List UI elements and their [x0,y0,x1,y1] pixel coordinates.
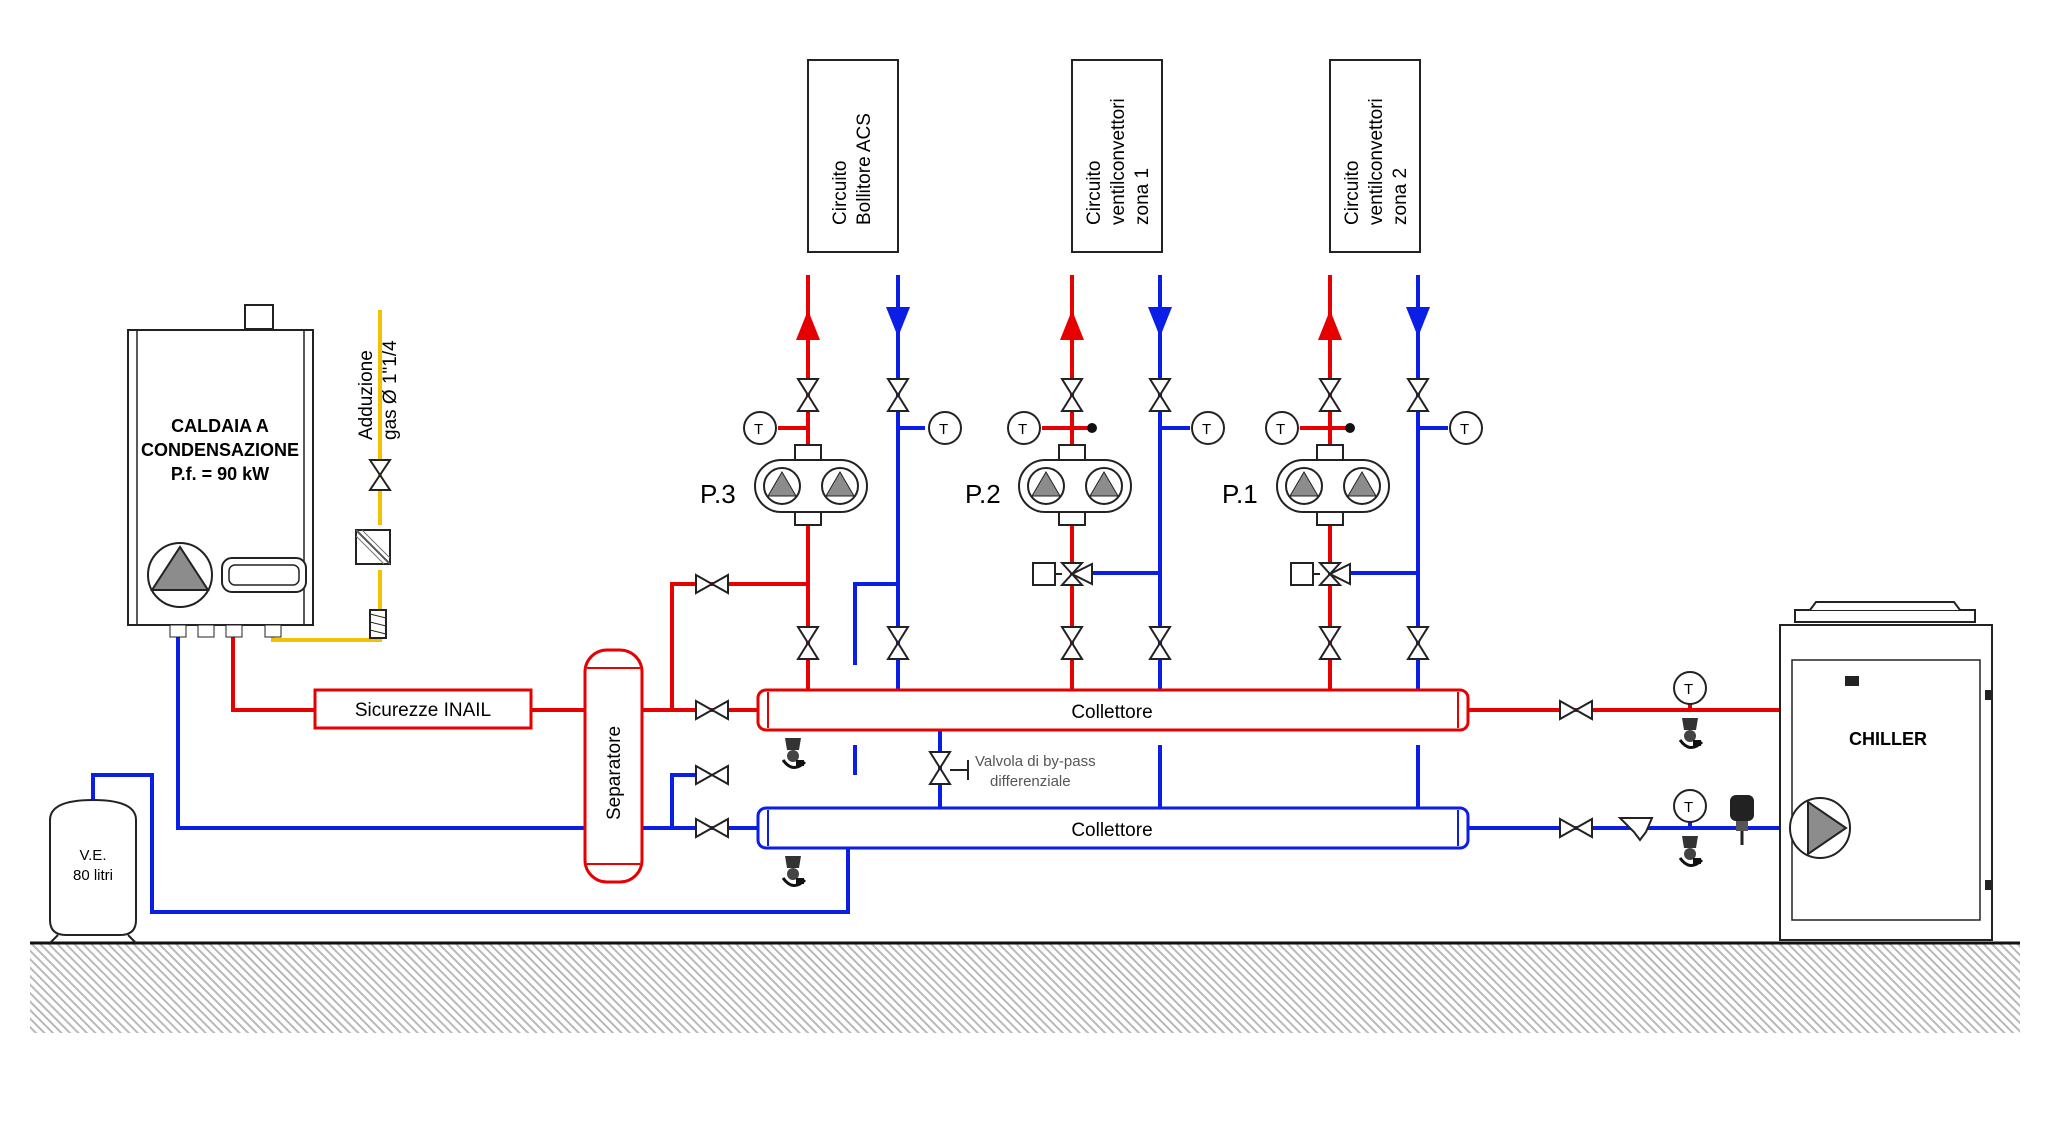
supply-pipes [231,275,1780,712]
thermometer-icon: T [1007,411,1041,445]
pump-p2: P.2 [965,444,1132,526]
vessel-label-line: 80 litri [73,867,113,884]
pump-label: P.3 [700,479,736,509]
expansion-vessel: V.E. 80 litri [49,798,137,944]
circuit-box-zone2: Circuito ventilconvettori zona 2 [1329,59,1421,253]
pump-label: P.2 [965,479,1001,509]
filter [1617,817,1654,842]
collector-label: Collettore [1071,702,1152,723]
ground [30,941,2020,1033]
gas-label-line: gas Ø 1"1/4 [380,340,401,440]
flow-arrows [796,307,1430,340]
air-vent [1730,795,1754,845]
svg-text:T: T [939,421,948,438]
pump-label: P.1 [1222,479,1258,509]
bypass-label-line: differenziale [990,773,1071,790]
safety-label: Sicurezze INAIL [355,700,491,721]
boiler-label-line: CALDAIA A [171,416,269,436]
thermometer-icon: T [1673,789,1707,823]
return-pipes [91,275,1780,914]
svg-text:T: T [1018,421,1027,438]
svg-text:T: T [1684,799,1693,816]
chiller: CHILLER [1779,601,1993,941]
collector-label: Collettore [1071,820,1152,841]
pump-icon [1789,797,1851,859]
circuit-label-line: Circuito [1084,161,1105,225]
thermometer-icon: T [1265,411,1299,445]
circuit-label-line: ventilconvettori [1108,98,1129,225]
separator: Separatore [583,648,644,884]
thermometers: T T T T T T T T [743,411,1707,823]
thermometer-icon: T [1449,411,1483,445]
pump-p1: P.1 [1222,444,1390,526]
circuit-label-line: zona 2 [1390,168,1411,225]
bypass-valve: Valvola di by-pass differenziale [928,751,1096,790]
safety-inail: Sicurezze INAIL [313,688,533,730]
drain-valves [781,716,1704,888]
supply-collector: Collettore [756,688,1470,732]
svg-text:T: T [1276,421,1285,438]
svg-text:T: T [1202,421,1211,438]
thermometer-icon: T [1191,411,1225,445]
circuit-label-line: Circuito [1342,161,1363,225]
boiler-label-line: P.f. = 90 kW [171,464,269,484]
circuit-label-line: zona 1 [1132,168,1153,225]
circuit-label-line: Bollitore ACS [854,113,875,225]
thermometer-icon: T [743,411,777,445]
gas-label-line: Adduzione [356,350,377,440]
return-collector: Collettore [756,806,1470,850]
chiller-label: CHILLER [1849,729,1927,749]
vessel-label-line: V.E. [80,847,107,864]
mixing-valves [1032,562,1351,586]
pump-p3: P.3 [700,444,868,526]
svg-text:T: T [754,421,763,438]
circuit-box-acs: Circuito Bollitore ACS [807,59,899,253]
gas-devices: Adduzione gas Ø 1"1/4 [355,340,401,639]
circuit-label-line: ventilconvettori [1366,98,1387,225]
boiler-label-line: CONDENSAZIONE [141,440,299,460]
thermometer-icon: T [928,411,962,445]
svg-text:T: T [1684,681,1693,698]
thermometer-icon: T [1673,671,1707,705]
circuit-label-line: Circuito [830,161,851,225]
bypass-label-line: Valvola di by-pass [975,753,1096,770]
circuit-box-zone1: Circuito ventilconvettori zona 1 [1071,59,1163,253]
separator-label: Separatore [604,726,625,820]
svg-text:T: T [1460,421,1469,438]
pump-icon [147,542,213,608]
boiler: CALDAIA A CONDENSAZIONE P.f. = 90 kW [127,304,314,638]
